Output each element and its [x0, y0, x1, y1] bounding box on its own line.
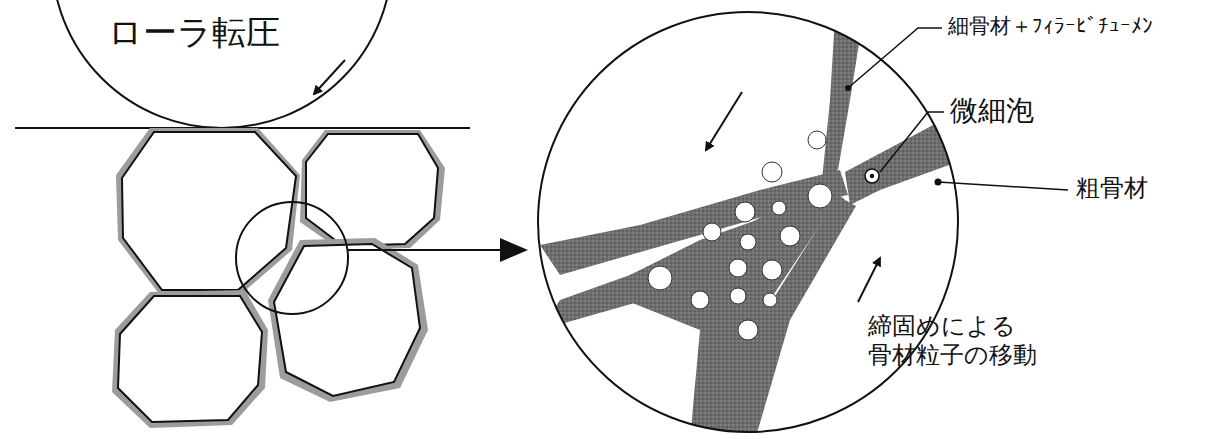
fine-aggregate-label: 細骨材＋ﾌｨﾗｰﾋﾞﾁｭｰﾒﾝ: [948, 14, 1153, 39]
fine-bubble: [865, 169, 879, 183]
roll-arrow: [314, 60, 345, 94]
leader-line: [938, 182, 1068, 190]
zoom-arrowhead: [500, 238, 528, 262]
leader-dot: [845, 85, 851, 91]
zoom-arrow: [348, 249, 502, 251]
leader-line: [880, 112, 944, 172]
coarse-aggregates: [112, 128, 445, 428]
leader-line: [848, 28, 942, 88]
leader-dot: [935, 179, 942, 186]
fine-bubble-label: 微細泡: [950, 94, 1034, 128]
air-bubbles: [648, 131, 832, 340]
coarse-aggregate-label: 粗骨材: [1076, 174, 1148, 203]
roller-label: ローラ転圧: [108, 12, 280, 53]
move-arrow: [858, 258, 880, 302]
movement-label: 締固めによる 骨材粒子の移動: [868, 312, 1041, 370]
zoom-circle: [538, 12, 958, 432]
move-arrow: [706, 92, 742, 150]
fine-bubble-dot: [870, 174, 874, 178]
magnify-circle: [236, 202, 348, 314]
roller: [52, 0, 392, 128]
